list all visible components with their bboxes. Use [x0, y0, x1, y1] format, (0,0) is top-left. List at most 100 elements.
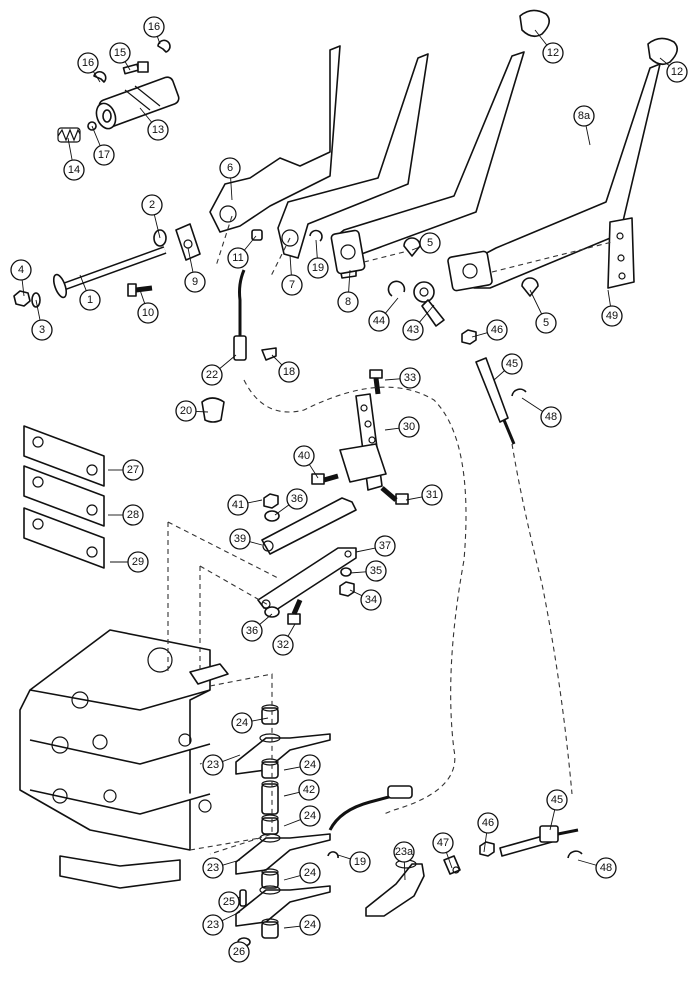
- callout-30: 30: [384, 416, 420, 438]
- leader-line: [534, 29, 548, 46]
- callout-circle: [77, 52, 99, 74]
- callout-label: 44: [373, 315, 385, 327]
- callout-label: 31: [426, 489, 438, 501]
- callout-23a: 23a: [393, 841, 415, 881]
- plate-49: [607, 217, 635, 289]
- callout-label: 30: [403, 421, 415, 433]
- callout-label: 34: [365, 594, 377, 606]
- clip-19a: [309, 229, 323, 242]
- leader-line: [659, 57, 670, 66]
- callout-label: 17: [98, 149, 110, 161]
- leader-line: [337, 854, 351, 860]
- callout-44: 44: [368, 297, 399, 332]
- callout-39: 39: [229, 528, 263, 550]
- spacer-24d: [261, 868, 279, 889]
- callout-label: 24: [304, 759, 316, 771]
- callout-label: 13: [152, 124, 164, 136]
- grommet-20: [201, 397, 225, 423]
- leader-line: [384, 427, 400, 431]
- leader-line: [483, 832, 488, 853]
- leader-line: [411, 246, 421, 251]
- bolt-40: [311, 473, 339, 485]
- callout-label: 12: [671, 66, 683, 78]
- callout-37: 37: [355, 535, 396, 557]
- leader-line: [493, 370, 505, 381]
- clip-5b: [521, 277, 539, 297]
- callout-label: 35: [370, 565, 382, 577]
- callout-label: 16: [82, 57, 94, 69]
- leader-line: [289, 254, 292, 276]
- callout-label: 4: [18, 264, 24, 276]
- leader-line: [67, 137, 73, 161]
- spacer-42: [261, 780, 279, 815]
- callout-23: 23: [202, 754, 241, 776]
- leader-line: [419, 304, 435, 323]
- callout-label: 24: [304, 919, 316, 931]
- callout-27: 27: [108, 459, 144, 481]
- leader-line: [92, 71, 101, 83]
- callout-label: 46: [482, 817, 494, 829]
- dashed-line-levers: [215, 215, 613, 279]
- callout-label: 40: [298, 450, 310, 462]
- callout-label: 45: [506, 358, 518, 370]
- callout-circle: [535, 312, 557, 334]
- spool-lever-23a: [235, 733, 331, 775]
- callout-circle: [227, 247, 249, 269]
- spring-14: [57, 127, 81, 143]
- leader-line: [222, 859, 241, 866]
- callout-circle: [299, 754, 321, 776]
- leader-line: [287, 623, 296, 637]
- spacer-24c: [261, 814, 279, 835]
- callout-circle: [299, 805, 321, 827]
- leader-line: [308, 464, 319, 479]
- leader-line: [349, 589, 363, 597]
- callout-14: 14: [63, 137, 85, 181]
- callout-label: 8a: [578, 110, 591, 122]
- callout-circle: [595, 857, 617, 879]
- callout-label: 1: [87, 294, 93, 306]
- callout-label: 23: [207, 862, 219, 874]
- callout-circle: [374, 535, 396, 557]
- callout-label: 46: [491, 324, 503, 336]
- callout-13: 13: [139, 107, 169, 141]
- callout-label: 37: [379, 540, 391, 552]
- callout-16: 16: [143, 16, 165, 45]
- callout-47: 47: [432, 832, 454, 869]
- callout-label: 20: [180, 405, 192, 417]
- gasket-27: [23, 425, 105, 487]
- callout-label: 23: [207, 759, 219, 771]
- leader-line: [247, 499, 263, 504]
- callout-15: 15: [109, 42, 131, 71]
- callout-23: 23: [202, 911, 241, 936]
- callout-circle: [360, 589, 382, 611]
- callout-23: 23: [202, 857, 241, 879]
- leader-line: [405, 496, 423, 501]
- callout-label: 8: [345, 296, 351, 308]
- callout-19: 19: [337, 851, 371, 873]
- callout-label: 32: [277, 639, 289, 651]
- lever-7: [277, 53, 429, 259]
- callout-label: 3: [39, 324, 45, 336]
- callout-26: 26: [228, 941, 250, 963]
- callout-16: 16: [77, 52, 101, 83]
- callout-circle: [147, 119, 169, 141]
- leader-line: [222, 754, 241, 762]
- callout-1: 1: [79, 274, 101, 311]
- callout-label: 28: [127, 509, 139, 521]
- callout-11: 11: [227, 235, 257, 269]
- leader-line: [139, 107, 153, 123]
- bolt-10: [127, 283, 153, 297]
- callout-circle: [202, 914, 224, 936]
- callout-label: 47: [437, 837, 449, 849]
- callout-circle: [231, 712, 253, 734]
- bracket-37: [257, 547, 357, 611]
- leader-line: [274, 504, 290, 516]
- callout-19: 19: [307, 239, 329, 279]
- callout-10: 10: [137, 289, 159, 324]
- callout-46: 46: [471, 319, 508, 341]
- callout-label: 11: [232, 252, 243, 264]
- callout-label: 9: [192, 276, 198, 288]
- callout-17: 17: [91, 125, 115, 166]
- callout-24: 24: [283, 805, 321, 827]
- leader-line: [230, 177, 233, 201]
